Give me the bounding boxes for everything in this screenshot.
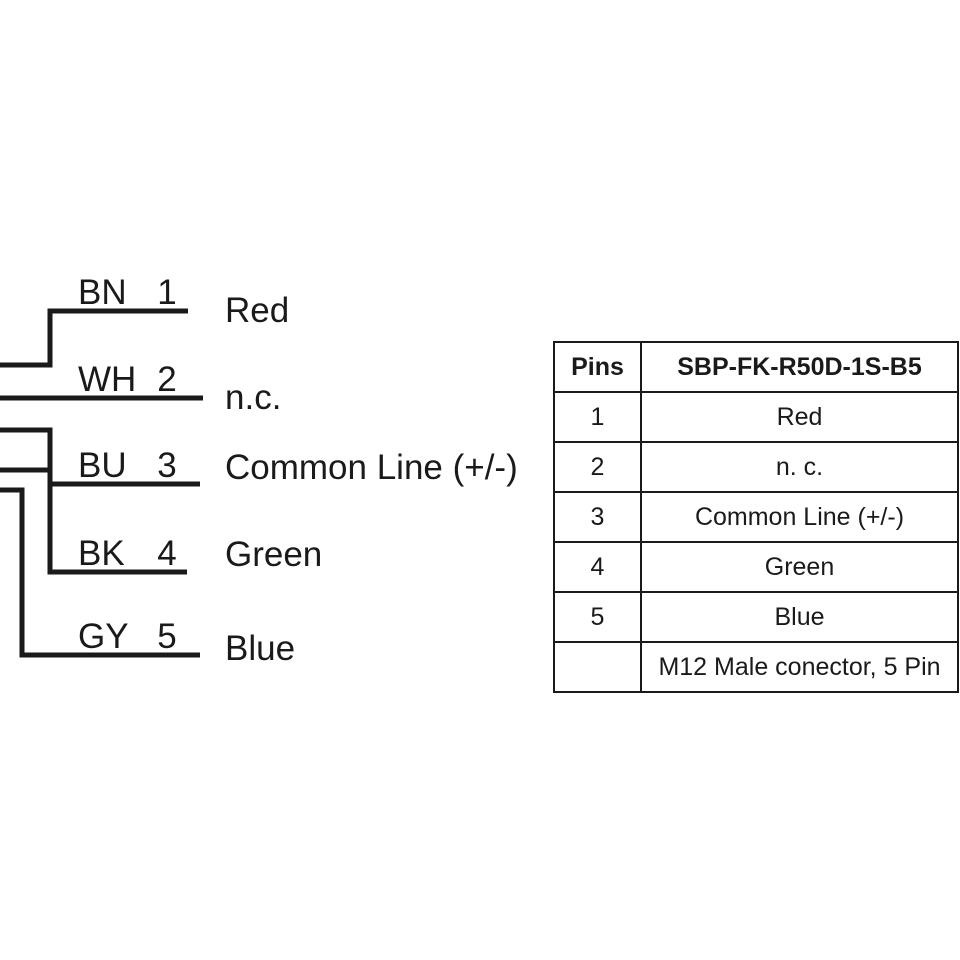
wire-function-red: Red — [225, 291, 290, 330]
wire-function-green: Green — [225, 535, 323, 574]
wire-code-wh: WH — [78, 360, 137, 399]
wire-function-blue: Blue — [225, 629, 296, 668]
table-cell-value: M12 Male conector, 5 Pin — [640, 641, 959, 693]
wire-function-common-line: Common Line (+/-) — [225, 448, 518, 487]
wire-pin-wh: 2 — [157, 360, 177, 399]
table-row: M12 Male conector, 5 Pin — [553, 641, 959, 693]
table-header-part-number: SBP-FK-R50D-1S-B5 — [640, 341, 959, 393]
wire-function-nc: n.c. — [225, 378, 282, 417]
table-cell-pin: 1 — [553, 391, 642, 443]
wire-routing-lines — [0, 308, 203, 658]
table-cell-pin: 5 — [553, 591, 642, 643]
wire-code-bk: BK — [78, 534, 125, 573]
table-header-row: Pins SBP-FK-R50D-1S-B5 — [553, 341, 959, 393]
table-row: 5 Blue — [553, 591, 959, 643]
table-cell-pin — [553, 641, 642, 693]
table-header-pins: Pins — [553, 341, 642, 393]
table-cell-value: Green — [640, 541, 959, 593]
table-cell-pin: 4 — [553, 541, 642, 593]
wire-code-bu: BU — [78, 446, 127, 485]
table-cell-value: n. c. — [640, 441, 959, 493]
wire-pin-bk: 4 — [157, 534, 177, 573]
wire-path-gy — [0, 487, 200, 658]
pin-assignment-table: Pins SBP-FK-R50D-1S-B5 1 Red 2 n. c. 3 C… — [553, 341, 959, 693]
table-row: 4 Green — [553, 541, 959, 593]
wiring-diagram: BN 1 Red WH 2 n.c. BU 3 Common Line (+/-… — [0, 273, 518, 668]
table-cell-value: Red — [640, 391, 959, 443]
wire-path-bk — [0, 467, 187, 575]
table-cell-pin: 3 — [553, 491, 642, 543]
table-row: 1 Red — [553, 391, 959, 443]
wire-pin-gy: 5 — [157, 617, 177, 656]
wire-path-bn — [0, 308, 188, 368]
table-row: 3 Common Line (+/-) — [553, 491, 959, 543]
table-cell-pin: 2 — [553, 441, 642, 493]
wire-path-bu — [0, 427, 200, 487]
table-cell-value: Blue — [640, 591, 959, 643]
wire-pin-bn: 1 — [157, 273, 177, 312]
wire-code-gy: GY — [78, 617, 129, 656]
wire-code-bn: BN — [78, 273, 127, 312]
wire-pin-bu: 3 — [157, 446, 177, 485]
table-row: 2 n. c. — [553, 441, 959, 493]
table-cell-value: Common Line (+/-) — [640, 491, 959, 543]
